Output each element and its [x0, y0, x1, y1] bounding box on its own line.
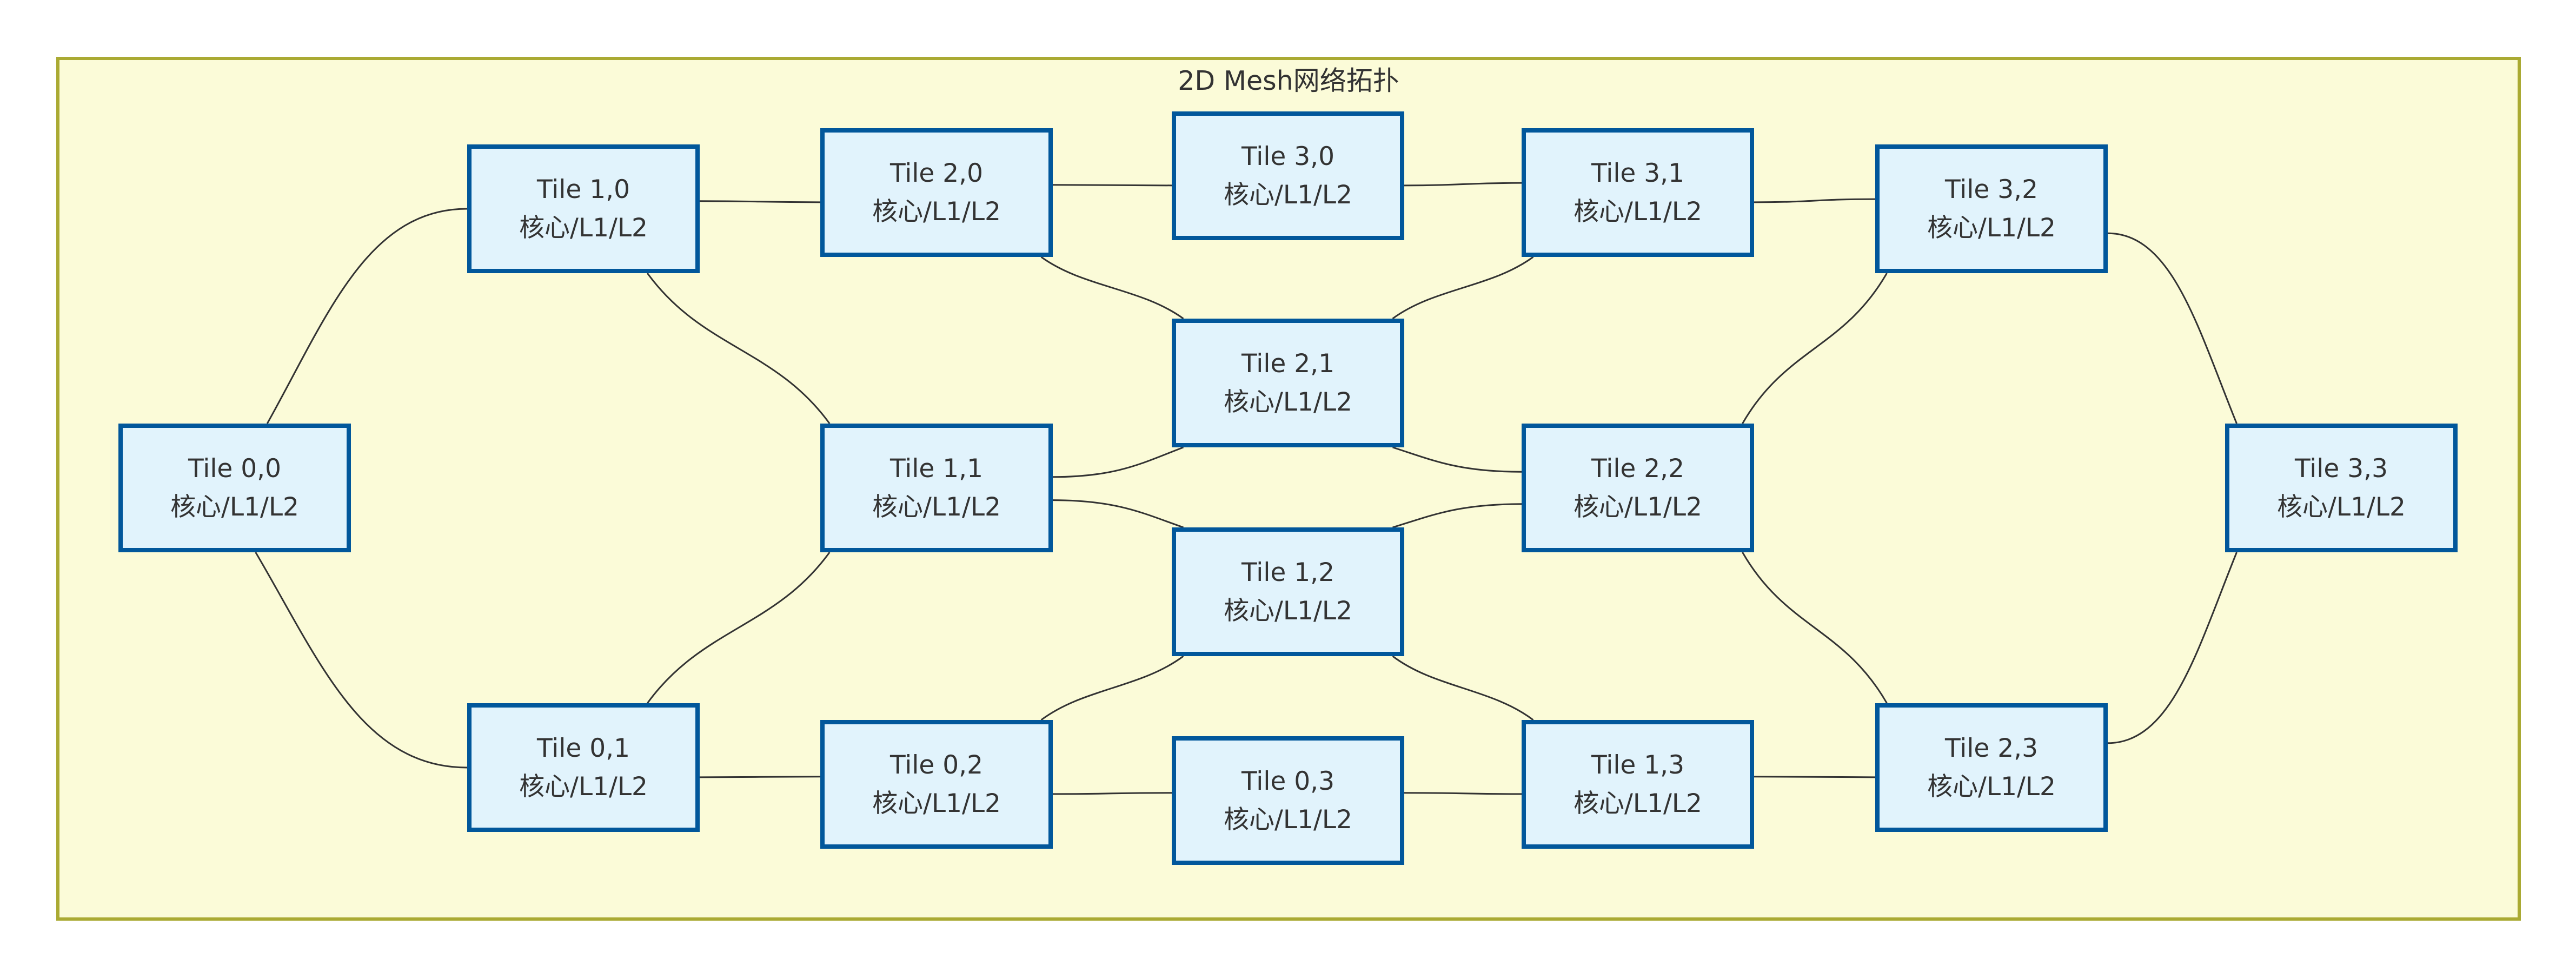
tile-name: Tile 1,1: [890, 454, 983, 484]
tile-subtitle: 核心/L1/L2: [1574, 492, 1702, 522]
node-tile-3-1: Tile 3,1 核心/L1/L2: [1522, 128, 1754, 257]
tile-subtitle: 核心/L1/L2: [1224, 180, 1352, 210]
tile-subtitle: 核心/L1/L2: [519, 213, 648, 243]
edge-tile-2,3-to-tile-3,3: [2107, 552, 2238, 744]
tile-name: Tile 2,0: [890, 158, 983, 188]
tile-name: Tile 0,3: [1241, 766, 1335, 796]
edge-tile-0,1-to-tile-1,1: [647, 552, 831, 704]
node-tile-1-3: Tile 1,3 核心/L1/L2: [1522, 720, 1754, 849]
edge-tile-1,1-to-tile-2,1: [1052, 446, 1184, 478]
edge-tile-2,0-to-tile-3,0: [1052, 184, 1172, 187]
node-tile-0-2: Tile 0,2 核心/L1/L2: [820, 720, 1053, 849]
node-tile-0-1: Tile 0,1 核心/L1/L2: [467, 703, 700, 832]
tile-subtitle: 核心/L1/L2: [1574, 197, 1702, 227]
edge-tile-0,3-to-tile-1,3: [1404, 792, 1522, 795]
node-tile-2-1: Tile 2,1 核心/L1/L2: [1172, 319, 1404, 447]
edge-tile-1,2-to-tile-2,2: [1392, 503, 1522, 528]
tile-name: Tile 0,1: [537, 734, 630, 763]
node-tile-0-0: Tile 0,0 核心/L1/L2: [118, 424, 351, 552]
tile-name: Tile 3,0: [1241, 142, 1335, 171]
tile-subtitle: 核心/L1/L2: [1927, 772, 2056, 802]
edge-tile-1,2-to-tile-1,3: [1392, 655, 1534, 721]
tile-subtitle: 核心/L1/L2: [872, 197, 1001, 227]
node-tile-3-0: Tile 3,0 核心/L1/L2: [1172, 111, 1404, 240]
tile-subtitle: 核心/L1/L2: [1224, 596, 1352, 626]
edge-tile-1,0-to-tile-2,0: [699, 200, 821, 203]
tile-subtitle: 核心/L1/L2: [1927, 213, 2056, 243]
edge-tile-2,2-to-tile-2,3: [1742, 552, 1888, 704]
diagram-title: 2D Mesh网络拓扑: [1178, 65, 1399, 96]
tile-name: Tile 3,3: [2295, 454, 2388, 484]
edge-tile-2,1-to-tile-3,1: [1392, 256, 1534, 320]
tile-subtitle: 核心/L1/L2: [1224, 805, 1352, 835]
edge-tile-2,1-to-tile-2,2: [1392, 446, 1522, 473]
tile-name: Tile 1,0: [537, 175, 630, 204]
node-tile-1-1: Tile 1,1 核心/L1/L2: [820, 424, 1053, 552]
tile-subtitle: 核心/L1/L2: [2277, 492, 2406, 522]
node-tile-3-2: Tile 3,2 核心/L1/L2: [1875, 144, 2108, 273]
tile-name: Tile 0,0: [188, 454, 281, 484]
tile-subtitle: 核心/L1/L2: [1224, 387, 1352, 417]
tile-name: Tile 2,3: [1945, 734, 2038, 763]
tile-subtitle: 核心/L1/L2: [1574, 789, 1702, 818]
tile-name: Tile 2,1: [1241, 349, 1335, 379]
node-tile-3-3: Tile 3,3 核心/L1/L2: [2225, 424, 2458, 552]
tile-name: Tile 1,2: [1241, 558, 1335, 587]
tile-subtitle: 核心/L1/L2: [170, 492, 299, 522]
edge-tile-3,2-to-tile-3,3: [2107, 232, 2238, 424]
edge-tile-0,2-to-tile-1,2: [1040, 655, 1184, 721]
tile-subtitle: 核心/L1/L2: [872, 492, 1001, 522]
node-tile-2-2: Tile 2,2 核心/L1/L2: [1522, 424, 1754, 552]
node-tile-1-0: Tile 1,0 核心/L1/L2: [467, 144, 700, 273]
edge-tile-2,0-to-tile-2,1: [1040, 256, 1184, 320]
edge-tile-3,0-to-tile-3,1: [1404, 182, 1522, 187]
tile-subtitle: 核心/L1/L2: [519, 772, 648, 802]
edge-tile-3,1-to-tile-3,2: [1754, 198, 1876, 203]
node-tile-2-3: Tile 2,3 核心/L1/L2: [1875, 703, 2108, 832]
edge-tile-0,0-to-tile-1,0: [266, 208, 468, 424]
node-tile-1-2: Tile 1,2 核心/L1/L2: [1172, 527, 1404, 656]
tile-subtitle: 核心/L1/L2: [872, 789, 1001, 818]
tile-name: Tile 3,2: [1945, 175, 2038, 204]
tile-name: Tile 3,1: [1591, 158, 1684, 188]
edge-tile-1,0-to-tile-1,1: [647, 273, 831, 424]
node-tile-2-0: Tile 2,0 核心/L1/L2: [820, 128, 1053, 257]
node-tile-0-3: Tile 0,3 核心/L1/L2: [1172, 736, 1404, 865]
tile-name: Tile 0,2: [890, 750, 983, 780]
tile-name: Tile 2,2: [1591, 454, 1684, 484]
edge-tile-0,0-to-tile-0,1: [255, 552, 468, 769]
edge-tile-0,2-to-tile-0,3: [1052, 792, 1172, 795]
edge-tile-2,2-to-tile-3,2: [1742, 273, 1888, 424]
tile-name: Tile 1,3: [1591, 750, 1684, 780]
edge-tile-1,1-to-tile-1,2: [1052, 499, 1184, 528]
